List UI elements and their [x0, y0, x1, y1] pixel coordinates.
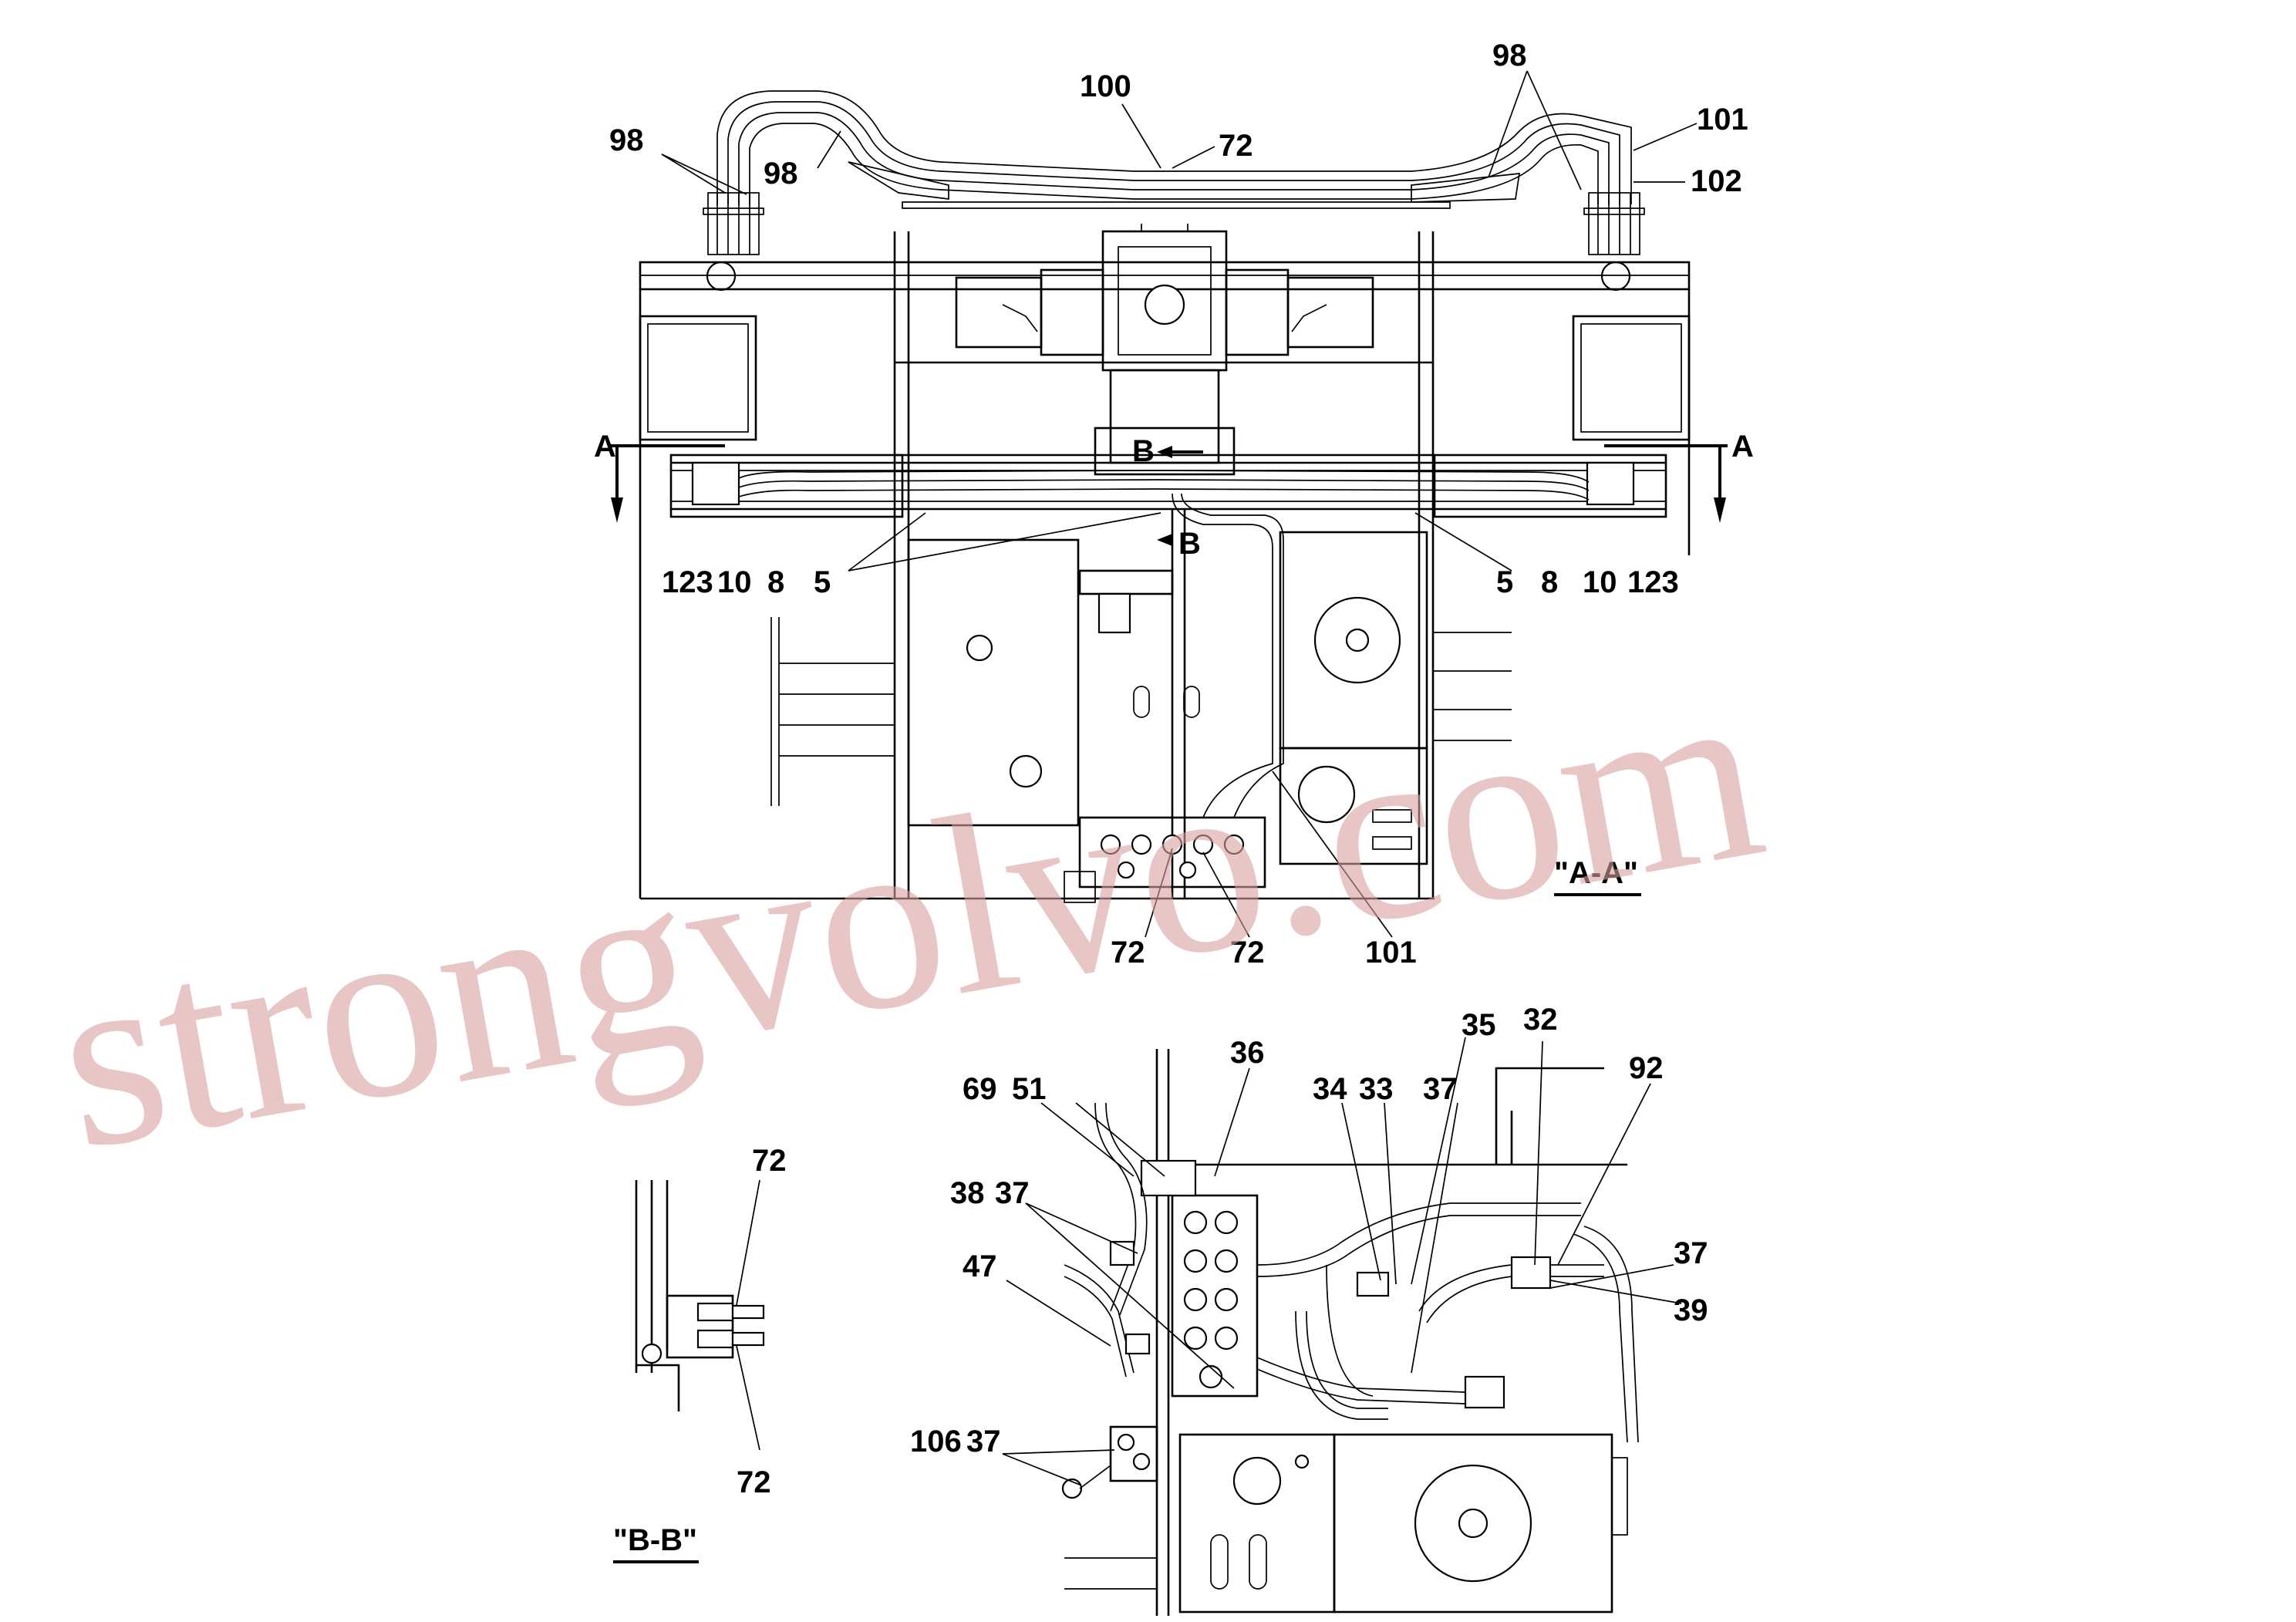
main-frame	[639, 231, 1691, 900]
valve-block-aa	[1064, 694, 1284, 903]
callout-37-bottom: 37	[966, 1425, 1001, 1458]
callout-98-left: 98	[609, 123, 644, 157]
callout-106: 106	[910, 1425, 962, 1458]
callout-51: 51	[1012, 1072, 1047, 1106]
section-label-a-right: A	[1731, 430, 1754, 464]
callout-32: 32	[1523, 1003, 1558, 1037]
right-tank	[1279, 531, 1512, 865]
section-marker-a-right: A	[1604, 430, 1754, 523]
callout-69: 69	[963, 1072, 997, 1106]
section-label-b-top: B	[1132, 434, 1155, 468]
section-marker-b: B B	[1132, 434, 1203, 561]
callout-34: 34	[1313, 1072, 1347, 1106]
section-marker-a-left: A	[594, 430, 725, 523]
callout-47: 47	[963, 1249, 997, 1283]
callout-123-left: 123	[662, 565, 713, 599]
pump-motor-assembly	[955, 224, 1374, 476]
callout-35: 35	[1462, 1008, 1496, 1042]
view-caption-aa: "A-A"	[1554, 856, 1638, 890]
leader-lines-aa	[661, 70, 1698, 938]
callout-38: 38	[950, 1176, 985, 1210]
callout-8-left: 8	[767, 565, 784, 599]
callout-5-right: 5	[1496, 565, 1513, 599]
callout-33: 33	[1359, 1072, 1394, 1106]
callout-72-valve-b: 72	[1230, 936, 1265, 969]
callout-36: 36	[1230, 1036, 1265, 1070]
callout-10-right: 10	[1583, 565, 1617, 599]
detail-valve-view: 69 51 36 34 33 37 35 32 92 38 37 47 37 3…	[910, 1003, 1708, 1616]
callout-72-bb-top: 72	[752, 1144, 787, 1178]
callout-39: 39	[1674, 1293, 1708, 1327]
section-label-a-left: A	[594, 430, 616, 464]
callout-72-bb-bottom: 72	[737, 1465, 771, 1499]
view-caption-bb: "B-B"	[613, 1523, 697, 1557]
lower-left-tank	[770, 509, 1200, 899]
callout-37-right: 37	[1674, 1236, 1708, 1270]
callout-72-top: 72	[1219, 129, 1253, 163]
callout-92: 92	[1629, 1051, 1664, 1085]
callout-8-right: 8	[1541, 565, 1558, 599]
callout-102: 102	[1691, 164, 1742, 198]
view-bb: 72 72 "B-B"	[613, 1144, 787, 1563]
callout-98-left-inner: 98	[764, 157, 798, 191]
callout-72-valve-a: 72	[1111, 936, 1145, 969]
hose-bundle-top	[716, 90, 1632, 209]
callout-37-top: 37	[1423, 1072, 1458, 1106]
view-aa: A A B B	[594, 39, 1754, 969]
callout-123-right: 123	[1627, 565, 1679, 599]
callout-10-left: 10	[717, 565, 752, 599]
section-label-b-bottom: B	[1178, 527, 1201, 561]
callout-98-right: 98	[1492, 39, 1527, 73]
callout-5-left: 5	[814, 565, 831, 599]
callout-101-bottom: 101	[1365, 936, 1417, 969]
callout-37-left: 37	[995, 1176, 1030, 1210]
callout-100: 100	[1080, 69, 1131, 103]
watermark-text: strongvolvo.com	[39, 628, 1780, 1203]
callout-101-top: 101	[1697, 103, 1748, 137]
horizontal-hose-run	[738, 470, 1590, 694]
